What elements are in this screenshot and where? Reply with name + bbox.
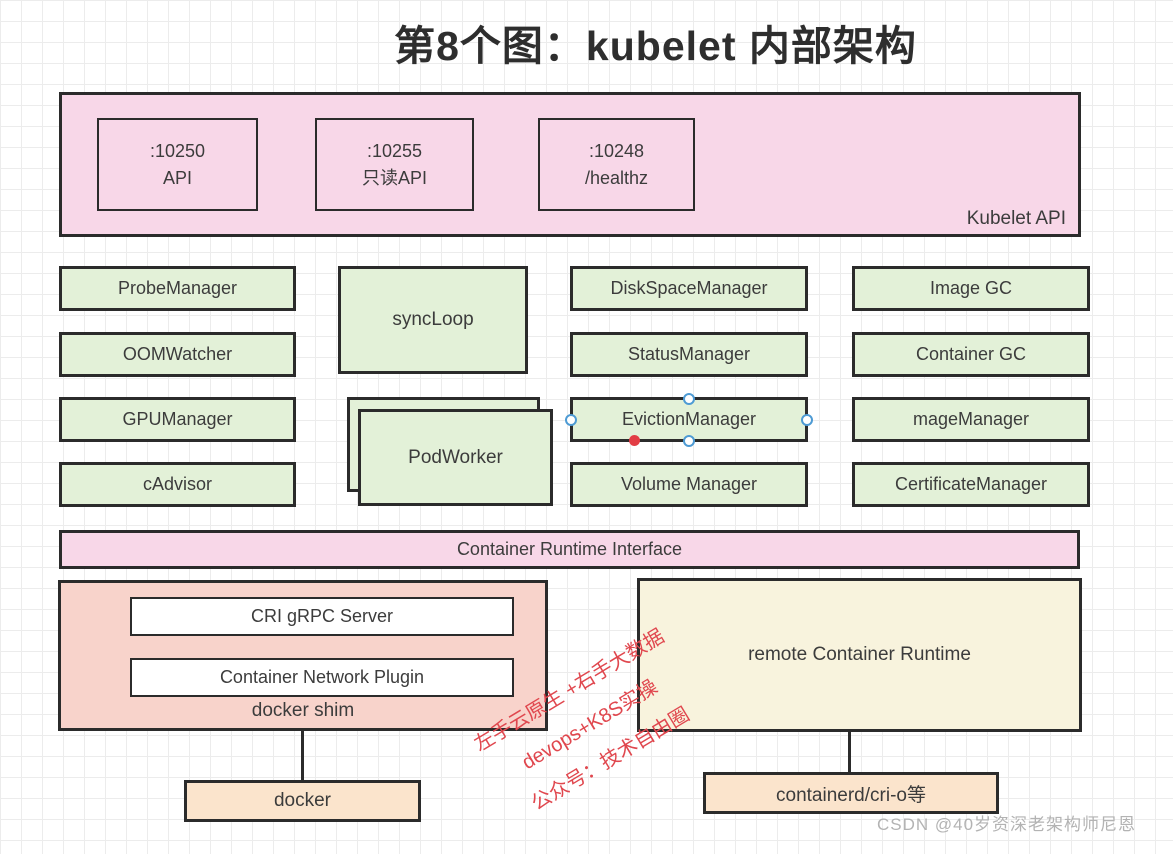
component-label: syncLoop <box>392 309 474 330</box>
connection-point-dot[interactable] <box>629 435 640 446</box>
connector-docker-shim-to-docker[interactable] <box>301 731 304 780</box>
component-box-image-gc[interactable]: Image GC <box>852 266 1090 311</box>
component-label: mageManager <box>912 409 1030 429</box>
podworker-box[interactable]: PodWorker <box>358 409 553 506</box>
component-box-evictionmanager[interactable]: EvictionManager <box>565 393 813 447</box>
docker-shim-box[interactable]: CRI gRPC Server Container Network Plugin… <box>58 580 548 731</box>
component-box-certificatemanager[interactable]: CertificateManager <box>852 462 1090 507</box>
component-label: PodWorker <box>408 446 503 468</box>
cri-bar[interactable]: Container Runtime Interface <box>59 530 1080 569</box>
component-label: docker <box>273 790 332 811</box>
component-label: GPUManager <box>122 409 233 429</box>
component-label: Image GC <box>929 278 1013 298</box>
resize-handle-right[interactable] <box>801 413 813 426</box>
component-box-magemanager[interactable]: mageManager <box>852 397 1090 442</box>
kubelet-api-label: Kubelet API <box>966 208 1066 229</box>
port-desc: /healthz <box>584 167 649 188</box>
component-box-cadvisor[interactable]: cAdvisor <box>59 462 296 507</box>
component-label: Container GC <box>915 344 1027 364</box>
component-box-gpumanager[interactable]: GPUManager <box>59 397 296 442</box>
docker-shim-label: docker shim <box>251 700 355 721</box>
component-label: ProbeManager <box>117 278 238 298</box>
connector-remote-runtime-to-containerd[interactable] <box>848 732 851 773</box>
port-box-10255[interactable]: :10255 只读API <box>315 118 474 211</box>
component-label: DiskSpaceManager <box>610 278 768 298</box>
port-desc: 只读API <box>361 167 427 188</box>
cri-grpc-server-box[interactable]: CRI gRPC Server <box>130 597 514 636</box>
component-label: Container Network Plugin <box>219 667 425 687</box>
container-network-plugin-box[interactable]: Container Network Plugin <box>130 658 514 697</box>
component-label: remote Container Runtime <box>748 644 971 665</box>
syncloop-box[interactable]: syncLoop <box>338 266 528 374</box>
component-label: EvictionManager <box>621 409 757 429</box>
component-label: CRI gRPC Server <box>250 606 394 626</box>
resize-handle-bottom[interactable] <box>683 435 695 447</box>
port-number: :10255 <box>366 140 423 161</box>
port-box-10248[interactable]: :10248 /healthz <box>538 118 695 211</box>
resize-handle-top[interactable] <box>683 393 695 405</box>
component-label: StatusManager <box>627 344 751 364</box>
component-label: cAdvisor <box>142 474 213 494</box>
component-box-container-gc[interactable]: Container GC <box>852 332 1090 377</box>
diagram-title: 第8个图：kubelet 内部架构 <box>394 23 917 69</box>
component-box-volume-manager[interactable]: Volume Manager <box>570 462 808 507</box>
port-desc: API <box>162 167 192 188</box>
component-box-oomwatcher[interactable]: OOMWatcher <box>59 332 296 377</box>
kubelet-api-box[interactable]: :10250 API :10255 只读API :10248 /healthz … <box>59 92 1081 237</box>
resize-handle-left[interactable] <box>565 413 577 426</box>
component-label: Volume Manager <box>620 474 758 494</box>
port-number: :10248 <box>588 140 645 161</box>
component-box-diskspacemanager[interactable]: DiskSpaceManager <box>570 266 808 311</box>
port-number: :10250 <box>149 140 206 161</box>
containerd-box[interactable]: containerd/cri-o等 <box>703 772 999 814</box>
port-box-10250[interactable]: :10250 API <box>97 118 258 211</box>
component-box-probemanager[interactable]: ProbeManager <box>59 266 296 311</box>
component-label: containerd/cri-o等 <box>776 784 926 806</box>
component-box-statusmanager[interactable]: StatusManager <box>570 332 808 377</box>
docker-box[interactable]: docker <box>184 780 421 822</box>
watermark-csdn: CSDN @40岁资深老架构师尼恩 <box>877 815 1137 834</box>
cri-label: Container Runtime Interface <box>456 539 683 559</box>
component-label: OOMWatcher <box>122 344 233 364</box>
remote-runtime-box[interactable]: remote Container Runtime <box>637 578 1082 732</box>
component-label: CertificateManager <box>894 474 1048 494</box>
